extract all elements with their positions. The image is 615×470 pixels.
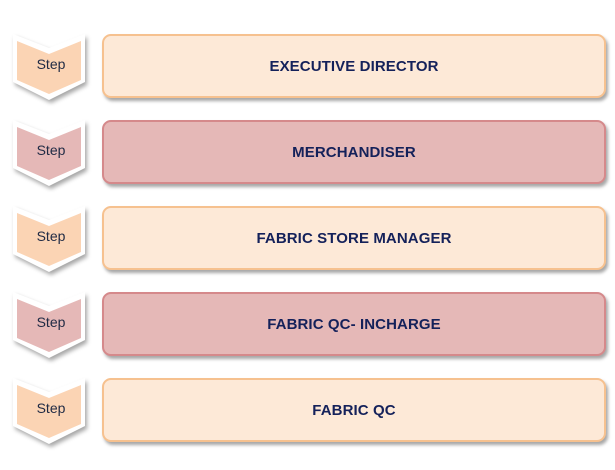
chevron-fill <box>17 41 81 94</box>
step-label: Step <box>36 56 66 72</box>
role-box: FABRIC QC- INCHARGE <box>102 292 606 356</box>
step-row-4: Step FABRIC QC- INCHARGE <box>0 290 615 362</box>
step-chevron <box>10 32 92 104</box>
role-label: FABRIC QC <box>312 401 396 419</box>
step-chevron <box>10 118 92 190</box>
step-chevron <box>10 204 92 276</box>
step-chevron <box>10 376 92 448</box>
role-label: FABRIC STORE MANAGER <box>256 229 452 247</box>
step-chevron <box>10 290 92 362</box>
step-row-3: Step FABRIC STORE MANAGER <box>0 204 615 276</box>
step-row-2: Step MERCHANDISER <box>0 118 615 190</box>
chevron-fill <box>17 127 81 180</box>
chevron-fill <box>17 299 81 352</box>
step-label: Step <box>36 228 66 244</box>
step-label: Step <box>36 142 66 158</box>
step-row-1: Step EXECUTIVE DIRECTOR <box>0 32 615 104</box>
step-row-5: Step FABRIC QC <box>0 376 615 448</box>
role-box: FABRIC QC <box>102 378 606 442</box>
step-label: Step <box>36 314 66 330</box>
role-label: MERCHANDISER <box>292 143 416 161</box>
role-label: FABRIC QC- INCHARGE <box>267 315 441 333</box>
chevron-fill <box>17 213 81 266</box>
step-label: Step <box>36 400 66 416</box>
chevron-fill <box>17 385 81 438</box>
role-box: MERCHANDISER <box>102 120 606 184</box>
role-box: FABRIC STORE MANAGER <box>102 206 606 270</box>
role-label: EXECUTIVE DIRECTOR <box>269 57 439 75</box>
role-box: EXECUTIVE DIRECTOR <box>102 34 606 98</box>
